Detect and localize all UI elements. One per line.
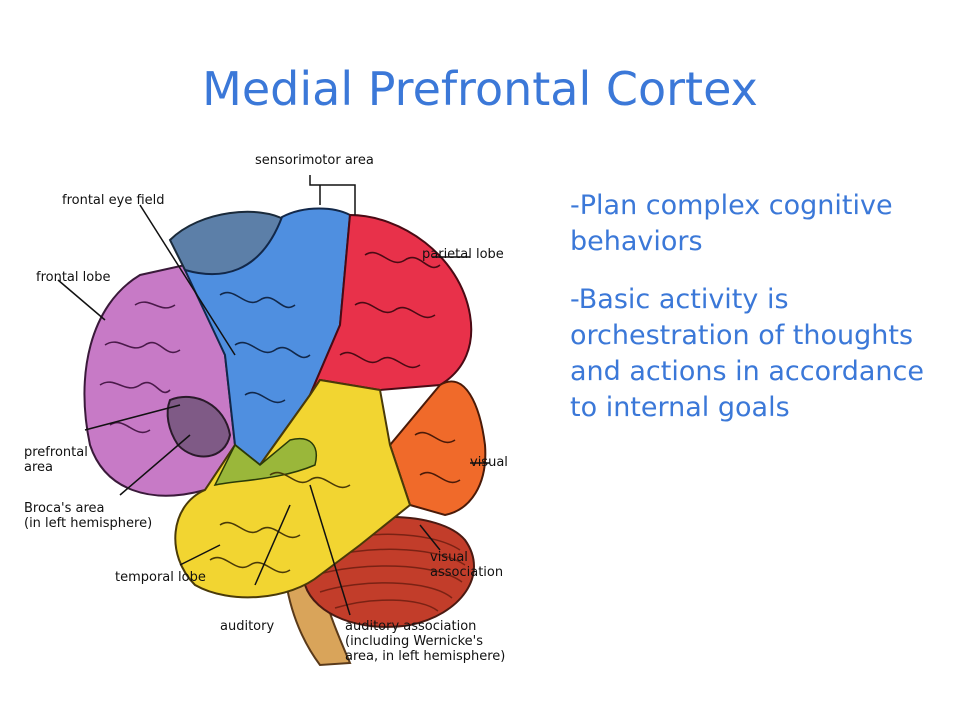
gyri-lines (99, 251, 461, 574)
visual-cortex (388, 380, 487, 517)
label-visual: visual (470, 455, 508, 470)
label-auditory: auditory (220, 619, 275, 634)
label-frontal-lobe: frontal lobe (36, 270, 111, 285)
label-auditory-association: auditory association (including Wernicke… (345, 619, 506, 664)
temporal-lobe (174, 378, 412, 599)
brain-illustration (57, 175, 490, 667)
temporal-green-patch (213, 438, 317, 487)
label-frontal-eye-field: frontal eye field (62, 193, 165, 208)
slide-title: Medial Prefrontal Cortex (202, 62, 758, 116)
label-prefrontal-area: prefrontal area (24, 445, 88, 475)
label-visual-association: visual association (430, 550, 504, 580)
label-parietal-lobe: parietal lobe (422, 247, 504, 262)
leader-lines (57, 175, 490, 616)
bullet-plan-complex: -Plan complex cognitive behaviors (570, 190, 893, 257)
bullet-basic-activity: -Basic activity is orchestration of thou… (570, 284, 924, 423)
label-sensorimotor-area: sensorimotor area (255, 153, 374, 168)
brain-diagram: sensorimotor area frontal eye field pari… (20, 145, 540, 690)
label-brocas-area: Broca's area (in left hemisphere) (24, 501, 153, 531)
bullet-list: -Plan complex cognitive behaviors -Basic… (570, 188, 950, 448)
label-temporal-lobe: temporal lobe (115, 570, 206, 585)
